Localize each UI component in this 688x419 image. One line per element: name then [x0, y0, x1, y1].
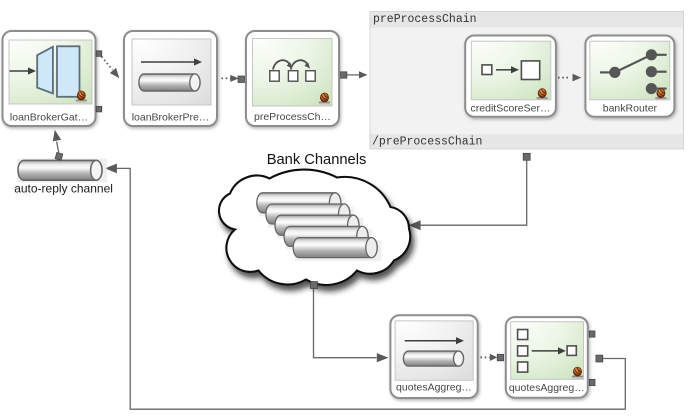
svg-text:creditScoreSer…: creditScoreSer… [471, 103, 551, 115]
svg-text:auto-reply channel: auto-reply channel [14, 182, 113, 196]
svg-text:loanBrokerGat…: loanBrokerGat… [10, 112, 88, 124]
svg-text:/preProcessChain: /preProcessChain [372, 136, 482, 149]
svg-text:preProcessCh…: preProcessCh… [254, 111, 331, 123]
svg-text:preProcessChain: preProcessChain [373, 13, 477, 26]
svg-text:quotesAggreg…: quotesAggreg… [509, 382, 585, 394]
svg-text:Bank Channels: Bank Channels [267, 152, 367, 168]
svg-text:loanBrokerPre…: loanBrokerPre… [132, 112, 210, 124]
svg-text:bankRouter: bankRouter [603, 103, 658, 115]
svg-text:quotesAggreg…: quotesAggreg… [396, 382, 472, 394]
